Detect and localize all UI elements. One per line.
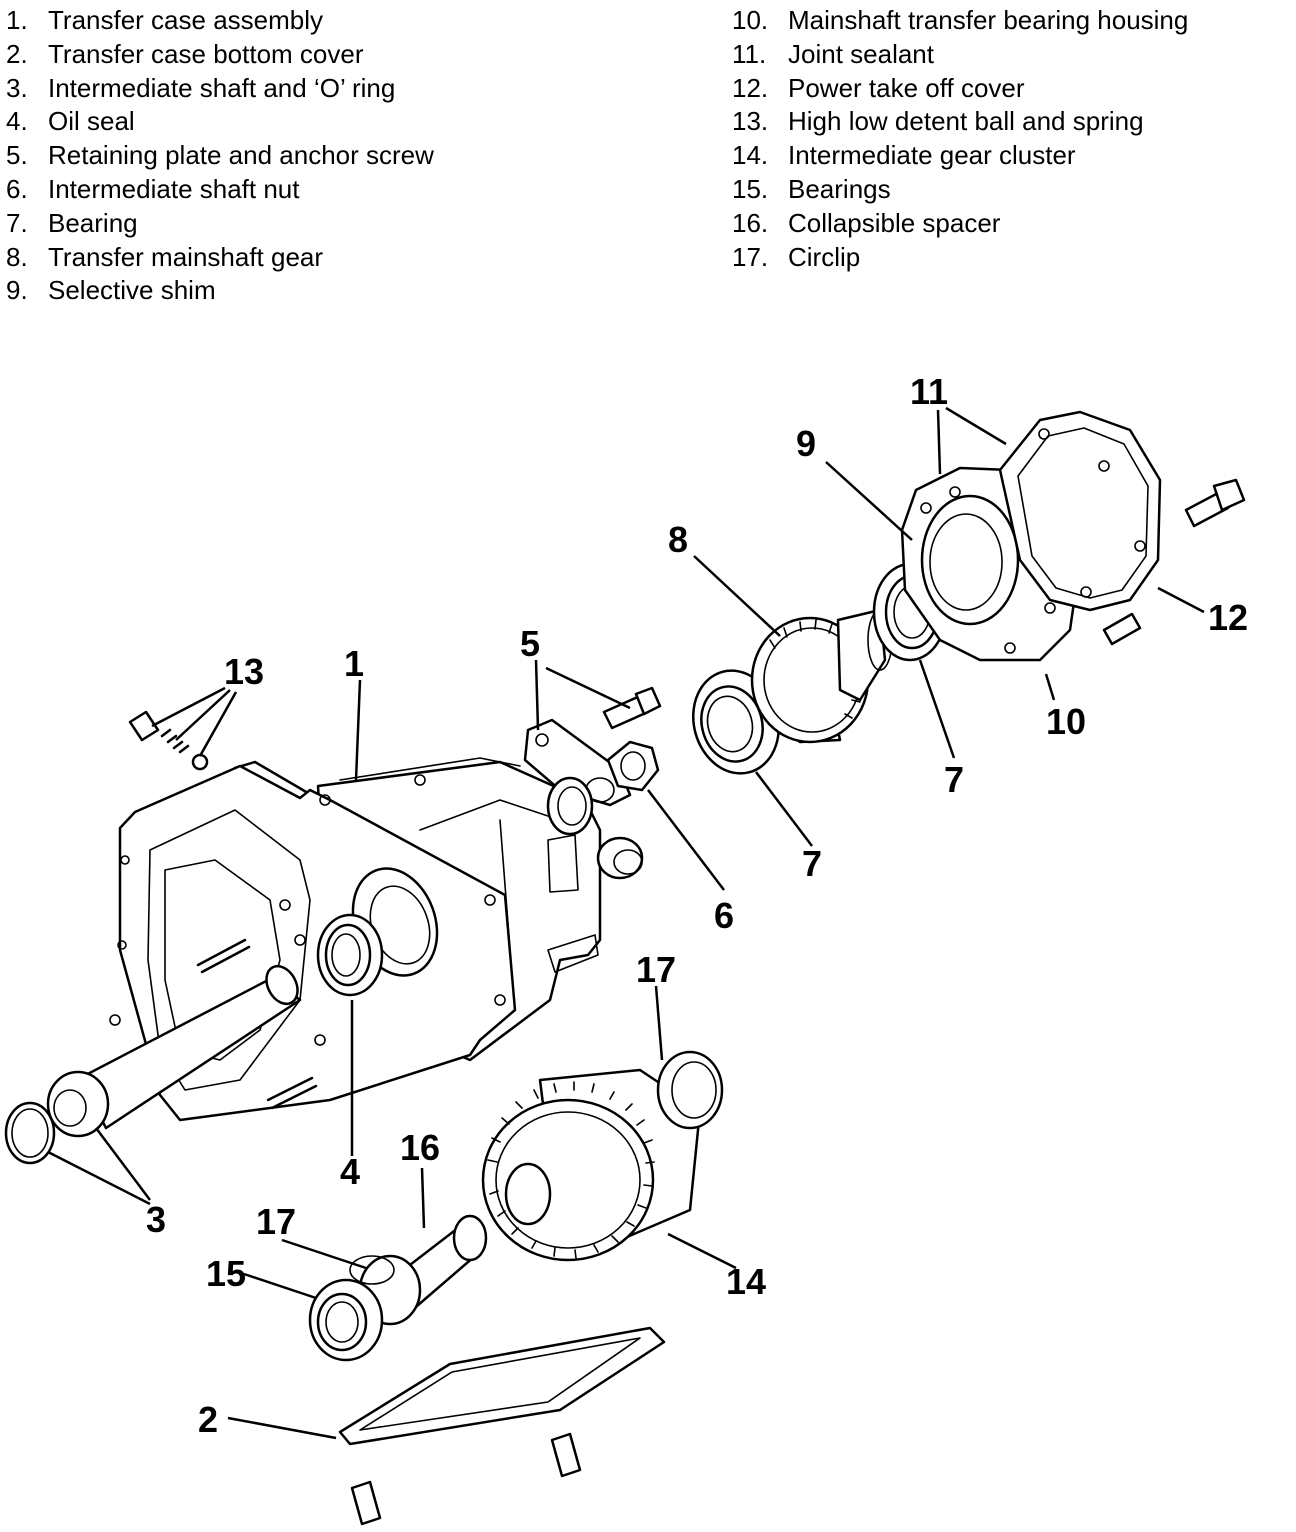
callout-2: 2 [198, 1399, 218, 1440]
legend-text: Mainshaft transfer bearing housing [788, 5, 1189, 35]
oil-seal [316, 913, 384, 997]
legend-number: 4. [6, 106, 28, 137]
legend-item: 10. Mainshaft transfer bearing housing [732, 4, 1188, 38]
legend-item: 16. Collapsible spacer [732, 207, 1188, 241]
legend-number: 1. [6, 5, 28, 35]
callout-6: 6 [714, 895, 734, 936]
legend-item: 15. Bearings [732, 173, 1188, 207]
legend-number: 13. [732, 106, 769, 137]
legend-number: 17. [732, 241, 769, 272]
legend-item: 1. Transfer case assembly [6, 4, 434, 38]
legend-text: Intermediate shaft and ‘O’ ring [48, 72, 396, 103]
callout-17-lower: 17 [256, 1201, 296, 1242]
callout-3: 3 [146, 1199, 166, 1240]
parts-legend-right: 10. Mainshaft transfer bearing housing 11… [732, 4, 1188, 274]
transfer-mainshaft-gear [750, 608, 893, 744]
legend-text: Retaining plate and anchor screw [48, 140, 434, 171]
callout-8: 8 [668, 519, 688, 560]
leader-lines [47, 406, 1205, 1440]
legend-text: Selective shim [48, 275, 216, 306]
bearings-spacer-circlip [308, 1214, 488, 1362]
callout-numbers: 1 2 3 4 5 6 7 7 8 9 10 11 12 13 14 15 16… [146, 371, 1248, 1440]
transfer-case-bottom-cover [338, 1326, 666, 1526]
power-take-off-cover [998, 410, 1246, 612]
callout-7-left: 7 [802, 843, 822, 884]
callout-5: 5 [520, 623, 540, 664]
legend-text: High low detent ball and spring [788, 106, 1144, 137]
legend-item: 11. Joint sealant [732, 38, 1188, 72]
legend-item: 14. Intermediate gear cluster [732, 139, 1188, 173]
legend-text: Oil seal [48, 106, 135, 137]
legend-text: Transfer mainshaft gear [48, 241, 324, 272]
callout-14: 14 [726, 1261, 766, 1302]
callout-15: 15 [206, 1253, 246, 1294]
legend-number: 2. [6, 38, 28, 69]
callout-1: 1 [344, 643, 364, 684]
legend-number: 11. [732, 38, 767, 69]
legend-number: 12. [732, 72, 769, 103]
legend-text: Power take off cover [788, 72, 1025, 103]
legend-text: Transfer case assembly [48, 5, 324, 35]
legend-number: 8. [6, 241, 28, 272]
legend-text: Collapsible spacer [788, 207, 1001, 238]
legend-number: 6. [6, 173, 28, 204]
detent-ball-and-spring [128, 710, 209, 771]
callout-11: 11 [910, 371, 948, 412]
legend-number: 9. [6, 275, 28, 306]
intermediate-shaft-nut [606, 740, 660, 792]
legend-number: 10. [732, 5, 769, 35]
legend-item: 17. Circlip [732, 241, 1188, 275]
legend-item: 12. Power take off cover [732, 72, 1188, 106]
legend-text: Bearings [788, 173, 891, 204]
legend-text: Joint sealant [788, 38, 934, 69]
callout-7-right: 7 [944, 759, 964, 800]
legend-item: 3. Intermediate shaft and ‘O’ ring [6, 72, 434, 106]
callout-4: 4 [340, 1151, 360, 1192]
intermediate-shaft-and-o-ring [4, 964, 302, 1165]
legend-item: 4. Oil seal [6, 105, 434, 139]
legend-text: Intermediate gear cluster [788, 140, 1076, 171]
legend-item: 9. Selective shim [6, 274, 434, 308]
legend-text: Transfer case bottom cover [48, 38, 364, 69]
callout-10: 10 [1046, 701, 1086, 742]
legend-item: 5. Retaining plate and anchor screw [6, 139, 434, 173]
legend-number: 15. [732, 173, 769, 204]
retaining-plate-and-anchor-screw [523, 686, 662, 836]
callout-16: 16 [400, 1127, 440, 1168]
legend-number: 14. [732, 140, 769, 171]
legend-item: 6. Intermediate shaft nut [6, 173, 434, 207]
intermediate-gear-cluster [481, 1050, 724, 1262]
legend-item: 8. Transfer mainshaft gear [6, 241, 434, 275]
legend-number: 16. [732, 207, 769, 238]
parts-legend-left: 1. Transfer case assembly 2. Transfer case… [6, 4, 434, 308]
legend-text: Bearing [48, 207, 138, 238]
callout-13: 13 [224, 651, 264, 692]
legend-text: Circlip [788, 241, 861, 272]
callout-12: 12 [1208, 597, 1248, 638]
legend-item: 2. Transfer case bottom cover [6, 38, 434, 72]
legend-number: 7. [6, 207, 28, 238]
legend-text: Intermediate shaft nut [48, 173, 300, 204]
legend-item: 13. High low detent ball and spring [732, 105, 1188, 139]
legend-number: 5. [6, 140, 28, 171]
callout-17-upper: 17 [636, 949, 676, 990]
legend-item: 7. Bearing [6, 207, 434, 241]
callout-9: 9 [796, 423, 816, 464]
legend-number: 3. [6, 72, 28, 103]
